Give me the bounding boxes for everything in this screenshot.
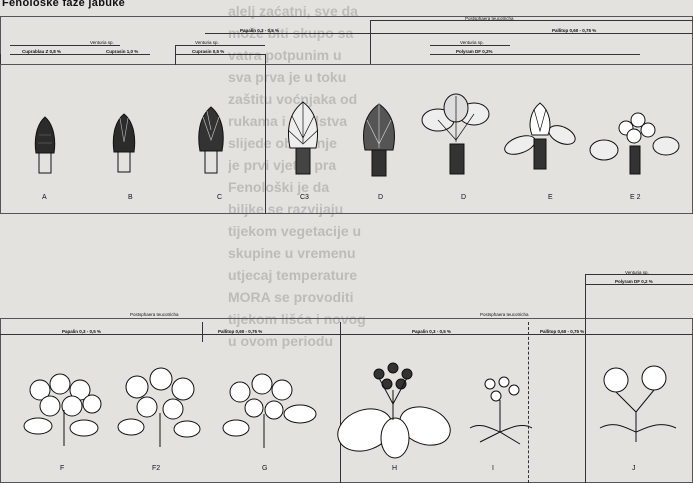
stage-letter-g: G	[262, 465, 267, 472]
stage-letter-b: B	[128, 194, 133, 201]
stage-letter-c3: C3	[300, 194, 309, 201]
flower-stage-g-drawing	[220, 368, 320, 450]
print-through-line: skupine u vremenu	[228, 242, 408, 264]
stage-letter-d2: D	[461, 194, 466, 201]
print-through-line: tijekom vegetacije u	[228, 220, 408, 242]
bottom-postsphere-left: Postsphaera teucotricha	[130, 312, 179, 317]
stage-letter-f2: F2	[152, 465, 160, 472]
stage-letter-a: A	[42, 194, 47, 201]
fruit-stage-j-drawing	[590, 362, 685, 452]
bud-stage-d-drawing	[357, 100, 401, 178]
stage-letter-c: C	[217, 194, 222, 201]
stage-letter-e2: E 2	[630, 194, 641, 201]
bottom-venturia-label: Venturia sp.	[625, 270, 649, 275]
stage-letter-f: F	[60, 465, 64, 472]
bottom-pallitop-mid: Pallitop 0,60 - 0,75 %	[540, 329, 584, 334]
bud-stage-d2-drawing	[420, 92, 494, 178]
bud-stage-c-drawing	[193, 105, 229, 175]
stage-letter-j: J	[632, 465, 636, 472]
bud-stage-b-drawing	[108, 112, 140, 174]
top-venturia-mid: Venturia sp.	[195, 40, 219, 45]
print-through-line: MORA se provoditi	[228, 286, 408, 308]
stage-letter-h: H	[392, 465, 397, 472]
top-venturia-right: Venturia sp.	[460, 40, 484, 45]
print-through-line: utjecaj temperature	[228, 264, 408, 286]
page-title: Fenološke faze jabuke	[2, 0, 125, 9]
stage-letter-i: I	[492, 465, 494, 472]
top-cuprasin-label: Cuprasin 1,0 %	[106, 49, 138, 54]
bud-stage-c3-drawing	[280, 98, 326, 178]
flower-stage-h-drawing	[335, 360, 455, 460]
top-cuprasin2-label: Cuprasin 0,5 %	[192, 49, 224, 54]
stage-letter-d: D	[378, 194, 383, 201]
flower-stage-f-drawing	[20, 370, 110, 450]
top-venturia-left: Venturia sp.	[90, 40, 114, 45]
bud-stage-a-drawing	[30, 115, 60, 175]
top-postsphere-label: Postsphaera teucotricha	[465, 16, 514, 21]
top-papalin-label: Papalin 0,3 - 0,5 %	[240, 28, 279, 33]
flower-stage-i-drawing	[460, 372, 540, 452]
bottom-papalin-left: Papalin 0,3 - 0,5 %	[62, 329, 101, 334]
bottom-pallitop-left: Pallitop 0,60 - 0,75 %	[218, 329, 262, 334]
bud-stage-e-drawing	[500, 95, 580, 181]
bottom-polyram-label: Polyram DF 0,2 %	[615, 279, 653, 284]
top-polyram-label: Polyram DF 0,2%	[456, 49, 493, 54]
top-pallitop-label: Pallitop 0,60 - 0,75 %	[552, 28, 596, 33]
bottom-postsphere-mid: Postsphaera teucotricha	[480, 312, 529, 317]
bud-stage-e2-drawing	[590, 110, 680, 180]
bottom-papalin-mid: Papalin 0,3 - 0,5 %	[412, 329, 451, 334]
flower-stage-f2-drawing	[115, 365, 205, 450]
top-cuprablau-label: Cuprablau Z 0,8 %	[22, 49, 61, 54]
stage-letter-e: E	[548, 194, 553, 201]
